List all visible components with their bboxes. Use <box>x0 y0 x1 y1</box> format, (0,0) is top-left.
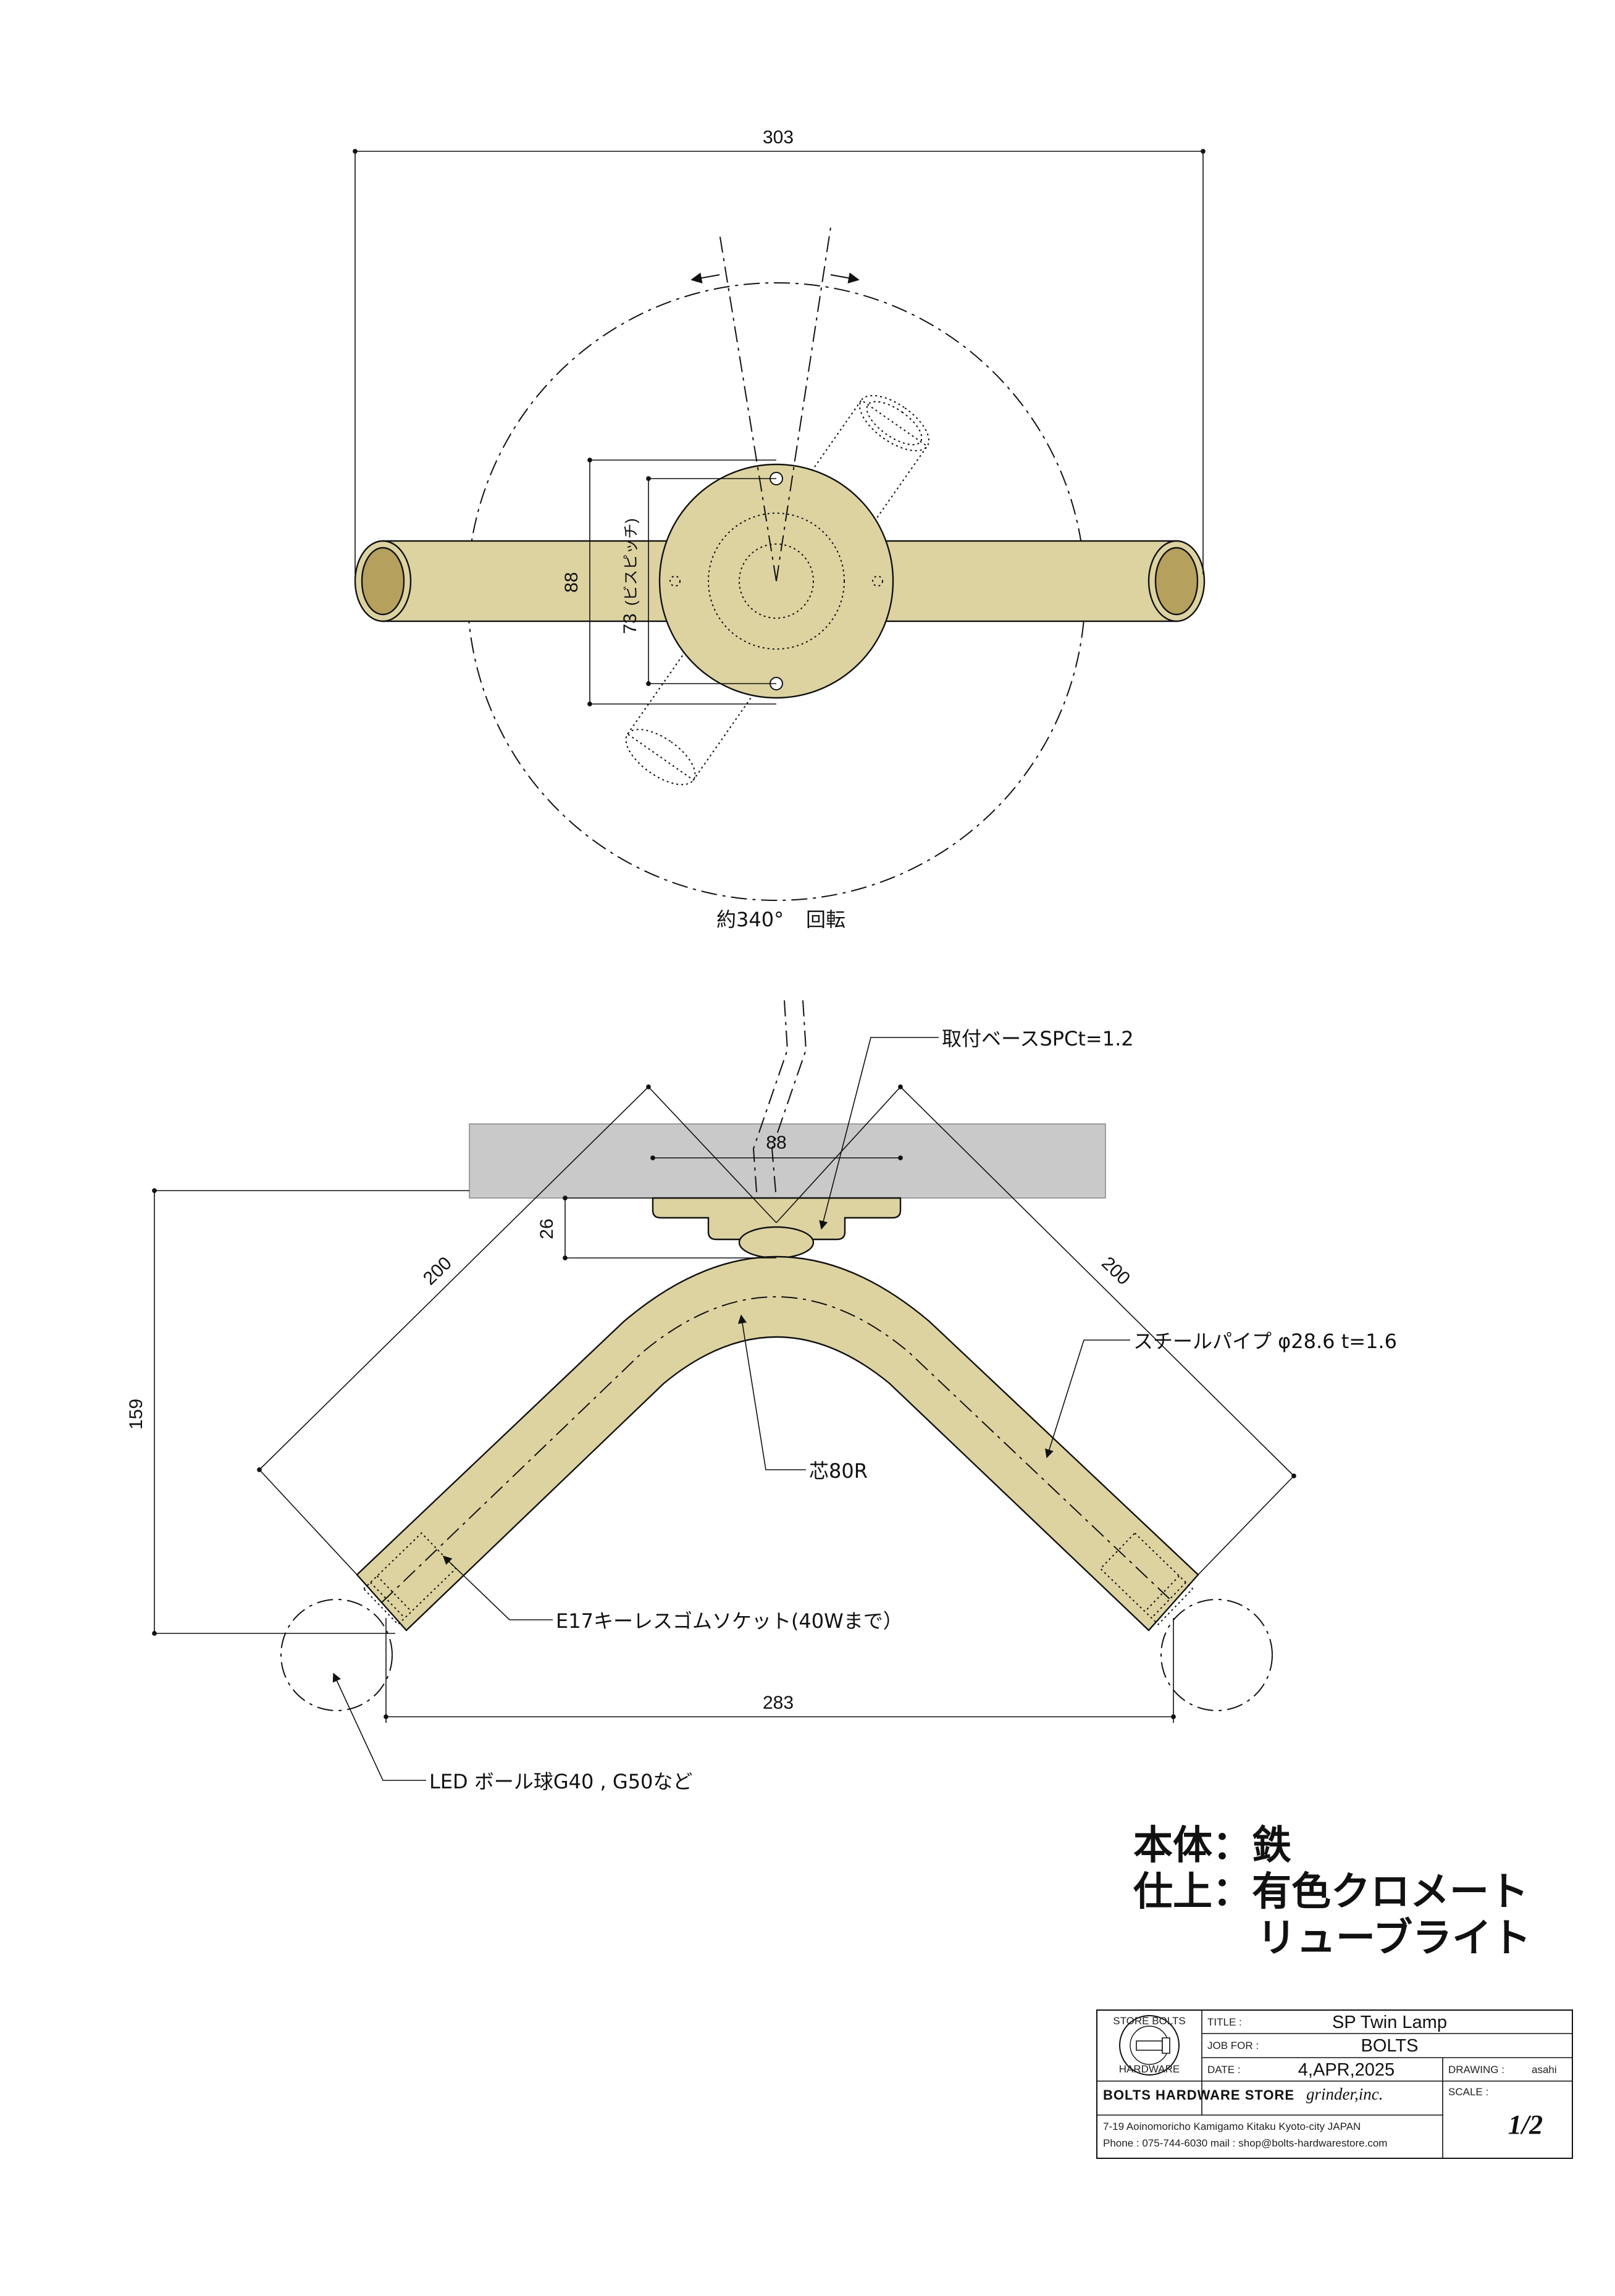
title-label: TITLE : <box>1207 2016 1242 2028</box>
date-label: DATE : <box>1207 2064 1241 2076</box>
company-name: grinder,inc. <box>1306 2085 1383 2103</box>
base-plate-front <box>652 1197 902 1259</box>
dim-arm-left-200: 200 <box>419 1253 456 1289</box>
job-value: BOLTS <box>1361 2036 1419 2056</box>
material-finish-2: リューブライト <box>1257 1916 1531 1961</box>
label-radius: 芯80R <box>809 1459 868 1483</box>
address: 7-19 Aoinomoricho Kamigamo Kitaku Kyoto-… <box>1103 2121 1361 2132</box>
title-block: STORE BOLTS HARDWARE TITLE : SP Twin Lam… <box>1096 2009 1573 2159</box>
dim-pitch-73: 73 <box>620 613 640 634</box>
top-view: 303 88 73 (ビスピッチ) 約340° 回転 <box>353 127 1206 931</box>
drawing-value: asahi <box>1532 2064 1557 2076</box>
rotation-note: 約340° <box>716 908 784 931</box>
dim-height-159: 159 <box>126 1399 146 1430</box>
brand-name: BOLTS HARDWARE STORE <box>1103 2087 1294 2103</box>
ceiling <box>469 1123 1106 1199</box>
drawing-label: DRAWING : <box>1448 2064 1504 2076</box>
material-finish: 仕上：有色クロメート <box>1133 1869 1529 1915</box>
bulb-right <box>1160 1599 1273 1711</box>
rotation-word: 回転 <box>806 908 845 931</box>
dim-base-width-88: 88 <box>766 1133 786 1153</box>
label-pipe: スチールパイプ φ28.6 t=1.6 <box>1133 1330 1397 1353</box>
logo-text-top: STORE BOLTS <box>1113 2015 1185 2027</box>
material-notes: 本体：鉄 仕上：有色クロメート リューブライト <box>1133 1823 1531 1961</box>
label-base: 取付ベースSPCt=1.2 <box>942 1027 1134 1050</box>
scale-value: 1/2 <box>1508 2110 1543 2140</box>
title-value: SP Twin Lamp <box>1332 2013 1447 2032</box>
socket-left <box>363 1532 457 1625</box>
logo: STORE BOLTS HARDWARE <box>1113 2015 1186 2076</box>
socket-right <box>1099 1532 1194 1625</box>
dim-pitch-note: (ビスピッチ) <box>623 518 640 606</box>
scale-label: SCALE : <box>1448 2086 1488 2098</box>
dim-span-283: 283 <box>763 1693 794 1713</box>
label-bulb: LED ボール球G40 , G50など <box>429 1770 692 1793</box>
job-label: JOB FOR : <box>1207 2040 1259 2051</box>
label-socket: E17キーレスゴムソケット(40Wまで） <box>556 1609 903 1633</box>
dim-width-303: 303 <box>763 127 794 148</box>
bent-pipe <box>356 1255 1199 1632</box>
dim-arm-right-200: 200 <box>1097 1253 1134 1289</box>
date-value: 4,APR,2025 <box>1298 2060 1395 2080</box>
dim-base-height-26: 26 <box>537 1218 557 1239</box>
bulb-left <box>280 1599 393 1711</box>
material-body: 本体：鉄 <box>1133 1823 1291 1869</box>
logo-text-bottom: HARDWARE <box>1119 2063 1180 2075</box>
front-view: 88 26 200 200 159 283 取付ベースSPCt=1.2 スチール… <box>126 1000 1397 1793</box>
contact: Phone : 075-744-6030 mail : shop@bolts-h… <box>1103 2137 1387 2149</box>
dim-base-88: 88 <box>561 572 582 592</box>
